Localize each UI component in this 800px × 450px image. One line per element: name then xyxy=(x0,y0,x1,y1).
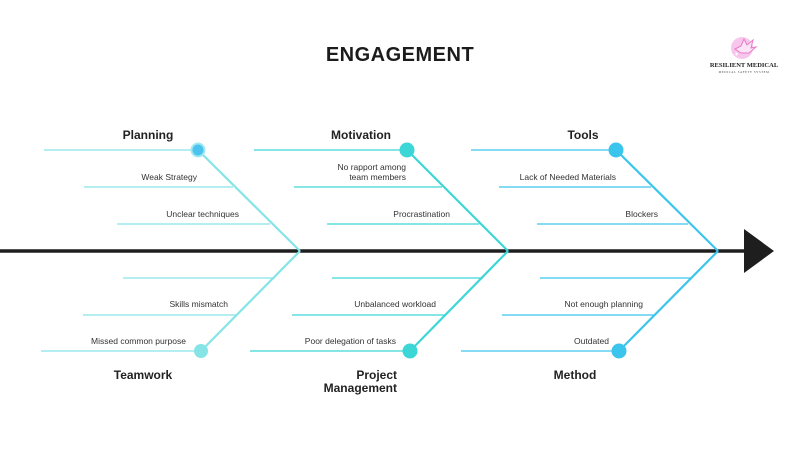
cause-unclear-techniques: Unclear techniques xyxy=(166,209,239,219)
cause-no-rapport: No rapport among team members xyxy=(337,162,406,182)
category-motivation: Motivation xyxy=(331,128,391,142)
cause-outdated: Outdated xyxy=(574,336,609,346)
node-motivation xyxy=(399,142,415,158)
rib-tools xyxy=(615,149,719,252)
cause-skills-mismatch: Skills mismatch xyxy=(169,299,228,309)
cause-not-enough-planning: Not enough planning xyxy=(564,299,643,309)
node-planning xyxy=(190,142,206,158)
rib-teamwork xyxy=(200,250,301,352)
rib-method xyxy=(618,250,719,352)
node-teamwork xyxy=(194,344,208,358)
logo-tagline: MEDICAL SAFETY SYSTEM xyxy=(718,70,770,74)
node-tools xyxy=(608,142,624,158)
branch-motivation-project-management xyxy=(250,142,509,359)
cause-blockers: Blockers xyxy=(625,209,658,219)
rib-project-management xyxy=(409,250,509,352)
cause-weak-strategy: Weak Strategy xyxy=(141,172,197,182)
branch-tools-method xyxy=(461,142,719,359)
arrow-head-icon xyxy=(744,229,774,273)
company-logo: RESILIENT MEDICAL MEDICAL SAFETY SYSTEM xyxy=(702,34,786,74)
cause-unbalanced-workload: Unbalanced workload xyxy=(354,299,436,309)
category-project-management: Project Management xyxy=(323,368,397,395)
node-project-management xyxy=(402,343,418,359)
rib-motivation xyxy=(406,149,509,252)
cause-lack-of-materials: Lack of Needed Materials xyxy=(519,172,616,182)
category-teamwork: Teamwork xyxy=(113,368,173,382)
dove-icon xyxy=(729,34,759,60)
logo-name: RESILIENT MEDICAL xyxy=(709,62,779,69)
node-method xyxy=(611,343,627,359)
cause-missed-common-purpose: Missed common purpose xyxy=(91,336,186,346)
branch-planning-teamwork xyxy=(41,142,301,358)
cause-poor-delegation: Poor delegation of tasks xyxy=(304,336,396,346)
category-planning: Planning xyxy=(122,128,174,142)
rib-planning xyxy=(197,149,301,252)
category-method: Method xyxy=(553,368,597,382)
cause-procrastination: Procrastination xyxy=(393,209,450,219)
diagram-title: ENGAGEMENT xyxy=(325,44,475,66)
category-tools: Tools xyxy=(567,128,599,142)
